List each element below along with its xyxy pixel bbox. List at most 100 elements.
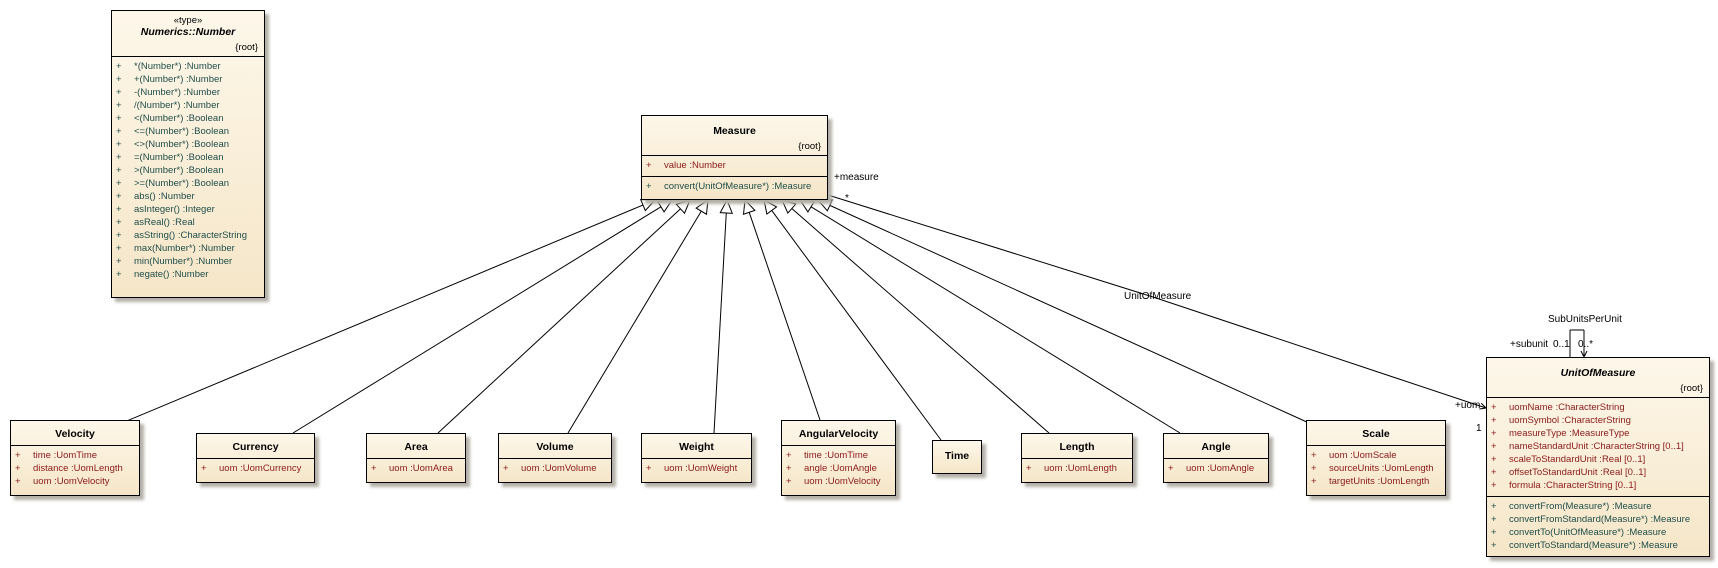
class-header: Angle	[1164, 434, 1268, 458]
member-row: +uom :UomVolume	[503, 462, 607, 475]
member-text: >(Number*) :Boolean	[134, 165, 224, 176]
member-row: +asString() :CharacterString	[116, 229, 260, 242]
member-row: +distance :UomLength	[15, 462, 135, 475]
generalization-arrowhead	[781, 199, 797, 214]
member-text: asString() :CharacterString	[134, 230, 247, 241]
class-measure[interactable]: Measure {root} + value :Number +convert(U…	[641, 115, 828, 200]
class-angle[interactable]: Angle +uom :UomAngle	[1163, 433, 1269, 483]
class-header: Length	[1022, 434, 1132, 458]
generalization-arrowhead	[695, 198, 709, 216]
member-row: + >(Number*) :Boolean	[116, 164, 260, 177]
class-unit-of-measure[interactable]: UnitOfMeasure {root} +uomName :Character…	[1486, 357, 1710, 557]
visibility-marker: +	[371, 463, 377, 474]
visibility-marker: +	[1491, 540, 1497, 551]
visibility-marker: +	[116, 126, 122, 137]
class-time[interactable]: Time	[932, 440, 982, 474]
visibility-marker: +	[116, 165, 122, 176]
class-header: Area	[367, 434, 465, 458]
association-line	[827, 194, 1154, 298]
member-row: +min(Number*) :Number	[116, 255, 260, 268]
attributes-compartment: +uom :UomLength	[1022, 458, 1132, 479]
generalization-line	[109, 204, 644, 429]
visibility-marker: +	[116, 204, 122, 215]
visibility-marker: +	[15, 463, 21, 474]
visibility-marker: +	[116, 113, 122, 124]
member-row: +uom :UomAngle	[1168, 462, 1264, 475]
class-name: Length	[1059, 441, 1095, 453]
class-number[interactable]: «type» Numerics::Number {root} +*(Number…	[111, 10, 265, 298]
member-text: /(Number*) :Number	[134, 100, 220, 111]
member-row: +uomName :CharacterString	[1491, 401, 1705, 414]
member-text: =(Number*) :Boolean	[134, 152, 224, 163]
member-row: +uom :UomVelocity	[786, 475, 891, 488]
member-text: scaleToStandardUnit :Real [0..1]	[1509, 454, 1646, 465]
member-text: value :Number	[664, 160, 726, 171]
class-name: Currency	[232, 441, 279, 453]
visibility-marker: +	[15, 476, 21, 487]
visibility-marker: +	[116, 178, 122, 189]
member-text: uomName :CharacterString	[1509, 402, 1625, 413]
visibility-marker: +	[116, 100, 122, 111]
member-text: uom :UomArea	[389, 463, 453, 474]
visibility-marker: +	[1491, 428, 1497, 439]
class-area[interactable]: Area + uom :UomArea	[366, 433, 466, 483]
member-row: +<(Number*) :Boolean	[116, 112, 260, 125]
member-row: +convertFrom(Measure*) :Measure	[1491, 500, 1705, 513]
member-text: asReal() :Real	[134, 217, 195, 228]
member-text: <=(Number*) :Boolean	[134, 126, 230, 137]
member-text: sourceUnits :UomLength	[1329, 463, 1434, 474]
member-row: + <=(Number*) :Boolean	[116, 125, 260, 138]
member-text: min(Number*) :Number	[134, 256, 233, 267]
class-scale[interactable]: Scale+uom :UomScale+sourceUnits :UomLeng…	[1306, 420, 1446, 496]
subunit-role-label: +subunit	[1510, 339, 1549, 350]
class-length[interactable]: Length +uom :UomLength	[1021, 433, 1133, 483]
visibility-marker: +	[646, 463, 652, 474]
member-row: + time :UomTime	[15, 449, 135, 462]
class-volume[interactable]: Volume +uom :UomVolume	[498, 433, 612, 483]
stereotype-label: «type»	[173, 15, 203, 26]
member-row: +convert(UnitOfMeasure*) :Measure	[646, 180, 823, 193]
member-text: measureType :MeasureType	[1509, 428, 1630, 439]
visibility-marker: +	[1311, 450, 1317, 461]
member-row: +offsetToStandardUnit :Real [0..1]	[1491, 466, 1705, 479]
member-row: +uom :UomWeight	[646, 462, 747, 475]
class-header: Volume	[499, 434, 611, 458]
class-angularvelocity[interactable]: AngularVelocity+time :UomTime+angle :Uom…	[781, 420, 896, 496]
attributes-compartment: +uom :UomCurrency	[197, 458, 314, 479]
member-text: *(Number*) :Number	[134, 61, 221, 72]
member-row: ++(Number*) :Number	[116, 73, 260, 86]
member-text: convertToStandard(Measure*) :Measure	[1509, 540, 1678, 551]
member-row: + convertTo(UnitOfMeasure*) :Measure	[1491, 526, 1705, 539]
member-row: +abs() :Number	[116, 190, 260, 203]
member-text: uom :UomScale	[1329, 450, 1397, 461]
class-header: Measure {root}	[642, 116, 827, 155]
member-row: +targetUnits :UomLength	[1311, 475, 1441, 488]
class-weight[interactable]: Weight+uom :UomWeight	[641, 433, 752, 483]
visibility-marker: +	[1491, 454, 1497, 465]
member-text: convertTo(UnitOfMeasure*) :Measure	[1509, 527, 1667, 538]
visibility-marker: +	[1491, 527, 1497, 538]
class-header: Velocity	[11, 421, 139, 445]
visibility-marker: +	[15, 450, 21, 461]
visibility-marker: +	[646, 160, 652, 171]
visibility-marker: +	[116, 61, 122, 72]
member-text: time :UomTime	[33, 450, 98, 461]
member-row: + scaleToStandardUnit :Real [0..1]	[1491, 453, 1705, 466]
visibility-marker: +	[116, 152, 122, 163]
class-name: Angle	[1201, 441, 1231, 453]
class-currency[interactable]: Currency +uom :UomCurrency	[196, 433, 315, 483]
class-name: UnitOfMeasure	[1560, 367, 1636, 379]
visibility-marker: +	[1491, 467, 1497, 478]
uom-multiplicity: 1	[1476, 423, 1482, 434]
visibility-marker: +	[786, 450, 792, 461]
visibility-marker: +	[116, 191, 122, 202]
member-text: >=(Number*) :Boolean	[134, 178, 230, 189]
class-velocity[interactable]: Velocity + time :UomTime+distance :UomLeng…	[10, 420, 140, 496]
root-tag: {root}	[1680, 383, 1703, 394]
generalization-line	[437, 208, 681, 434]
self-association-name: SubUnitsPerUnit	[1548, 314, 1622, 325]
class-name: Scale	[1362, 428, 1390, 440]
visibility-marker: +	[786, 463, 792, 474]
member-text: +(Number*) :Number	[134, 74, 223, 85]
member-row: +nameStandardUnit :CharacterString [0..1…	[1491, 440, 1705, 453]
